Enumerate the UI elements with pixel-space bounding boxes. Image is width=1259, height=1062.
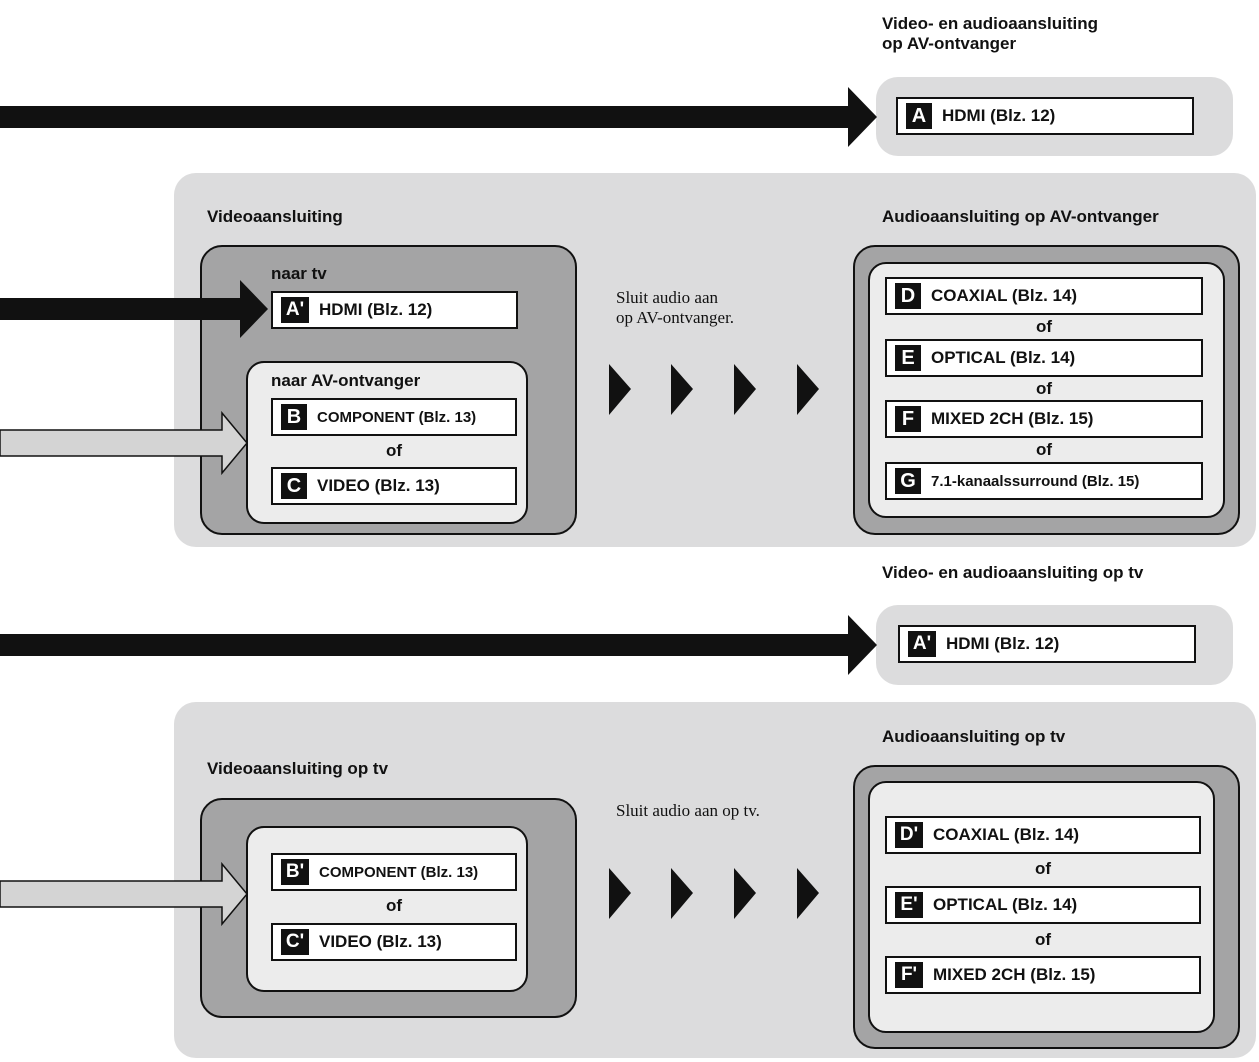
chevron-arrows-tv — [609, 868, 819, 919]
note-tv: Sluit audio aan op tv. — [616, 801, 760, 820]
hdmi-a-prime-item: A' HDMI (Blz. 12) — [271, 291, 518, 329]
badge-f: F — [895, 406, 921, 432]
coaxial-d-prime-label: COAXIAL (Blz. 14) — [933, 825, 1080, 844]
badge-f-prime: F' — [895, 962, 923, 988]
badge-e-prime: E' — [895, 892, 923, 918]
coaxial-d-prime-item: D' COAXIAL (Blz. 14) — [885, 816, 1201, 854]
badge-a-prime: A' — [281, 297, 309, 323]
badge-d: D — [895, 283, 921, 309]
video-c-label: VIDEO (Blz. 13) — [317, 476, 440, 495]
badge-b-prime: B' — [281, 859, 309, 885]
audio-av-heading: Audioaansluiting op AV-ontvanger — [882, 207, 1159, 226]
video-c-prime-label: VIDEO (Blz. 13) — [319, 932, 442, 951]
component-b-item: B COMPONENT (Blz. 13) — [271, 398, 517, 436]
badge-a: A — [906, 103, 932, 129]
badge-b: B — [281, 404, 307, 430]
video-c-prime-item: C' VIDEO (Blz. 13) — [271, 923, 517, 961]
or-text: of — [385, 441, 403, 460]
hdmi-a-label: HDMI (Blz. 12) — [942, 106, 1056, 125]
optical-e-prime-item: E' OPTICAL (Blz. 14) — [885, 886, 1201, 924]
hollow-arrow-to-tv — [0, 861, 248, 927]
mixed-f-label: MIXED 2CH (Blz. 15) — [931, 409, 1094, 428]
chevron-arrows-av — [609, 364, 819, 415]
badge-e: E — [895, 345, 921, 371]
section1-heading-line2: op AV-ontvanger — [882, 34, 1017, 53]
coaxial-d-label: COAXIAL (Blz. 14) — [931, 286, 1078, 305]
or-text: of — [1035, 379, 1053, 398]
mixed-f-prime-label: MIXED 2CH (Blz. 15) — [933, 965, 1096, 984]
optical-e-item: E OPTICAL (Blz. 14) — [885, 339, 1203, 377]
section3-heading: Video- en audioaansluiting op tv — [882, 563, 1144, 582]
surround-g-label: 7.1-kanaalssurround (Blz. 15) — [931, 472, 1140, 490]
arrow-to-hdmi-a — [0, 87, 877, 147]
badge-g: G — [895, 468, 921, 494]
video-tv-heading: Videoaansluiting op tv — [207, 759, 389, 778]
arrow-to-hdmi-a-prime-tv — [0, 615, 877, 675]
or-text: of — [1035, 440, 1053, 459]
or-text: of — [1035, 317, 1053, 336]
or-text: of — [1034, 859, 1052, 878]
optical-e-prime-label: OPTICAL (Blz. 14) — [933, 895, 1078, 914]
audio-tv-heading: Audioaansluiting op tv — [882, 727, 1066, 746]
video-c-item: C VIDEO (Blz. 13) — [271, 467, 517, 505]
hdmi-a-item: A HDMI (Blz. 12) — [896, 97, 1194, 135]
surround-g-item: G 7.1-kanaalssurround (Blz. 15) — [885, 462, 1203, 500]
to-tv-label: naar tv — [271, 264, 327, 283]
or-text: of — [385, 896, 403, 915]
mixed-f-prime-item: F' MIXED 2CH (Blz. 15) — [885, 956, 1201, 994]
badge-a-prime: A' — [908, 631, 936, 657]
optical-e-label: OPTICAL (Blz. 14) — [931, 348, 1076, 367]
video-heading: Videoaansluiting — [207, 207, 343, 226]
hdmi-a-prime-tv-item: A' HDMI (Blz. 12) — [898, 625, 1196, 663]
hdmi-a-prime-tv-label: HDMI (Blz. 12) — [946, 634, 1060, 653]
hollow-arrow-to-av — [0, 410, 248, 476]
badge-d-prime: D' — [895, 822, 923, 848]
section1-heading-line1: Video- en audioaansluiting — [882, 14, 1098, 33]
or-text: of — [1034, 930, 1052, 949]
hdmi-a-prime-label: HDMI (Blz. 12) — [319, 300, 433, 319]
mixed-f-item: F MIXED 2CH (Blz. 15) — [885, 400, 1203, 438]
note-line2: op AV-ontvanger. — [616, 308, 735, 327]
arrow-to-hdmi-a-prime — [0, 280, 268, 338]
badge-c-prime: C' — [281, 929, 309, 955]
component-b-prime-item: B' COMPONENT (Blz. 13) — [271, 853, 517, 891]
component-b-prime-label: COMPONENT (Blz. 13) — [319, 863, 479, 881]
badge-c: C — [281, 473, 307, 499]
coaxial-d-item: D COAXIAL (Blz. 14) — [885, 277, 1203, 315]
note-line1: Sluit audio aan — [616, 288, 718, 307]
component-b-label: COMPONENT (Blz. 13) — [317, 408, 477, 426]
to-av-label: naar AV-ontvanger — [271, 371, 421, 390]
